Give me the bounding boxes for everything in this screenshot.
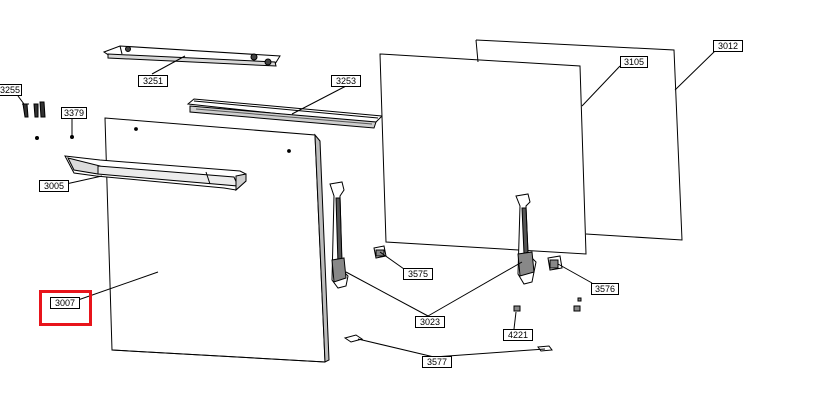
selected-part-highlight [39,290,92,326]
part-screw-dot [35,136,39,140]
part-3576-bracket [547,255,563,271]
part-3255-hinge-clips [22,101,46,118]
part-3251-top-rail [102,45,281,67]
label-4221[interactable]: 4221 [503,329,533,341]
label-3012[interactable]: 3012 [713,40,743,52]
label-3379[interactable]: 3379 [61,107,87,119]
label-3005[interactable]: 3005 [39,180,69,192]
label-3255[interactable]: 3255 [0,84,22,96]
part-3023-hinge-right [515,193,537,285]
label-3575[interactable]: 3575 [403,268,433,280]
part-4221-clips [513,297,582,312]
part-3105-inner-glass [379,53,587,255]
part-3007-outer-door-glass [104,117,330,363]
label-3576[interactable]: 3576 [591,283,619,295]
label-3577[interactable]: 3577 [422,356,452,368]
label-3253[interactable]: 3253 [331,75,361,87]
label-3023[interactable]: 3023 [415,316,445,328]
leader-lines [17,50,716,358]
part-3012-rear-glass [475,39,683,241]
part-3005-door-handle [64,155,247,192]
part-3253-inner-rail [186,98,384,129]
part-3023-hinge-left [329,181,349,289]
label-3007[interactable]: 3007 [50,297,80,309]
label-3105[interactable]: 3105 [620,56,648,68]
label-3251[interactable]: 3251 [138,75,168,87]
